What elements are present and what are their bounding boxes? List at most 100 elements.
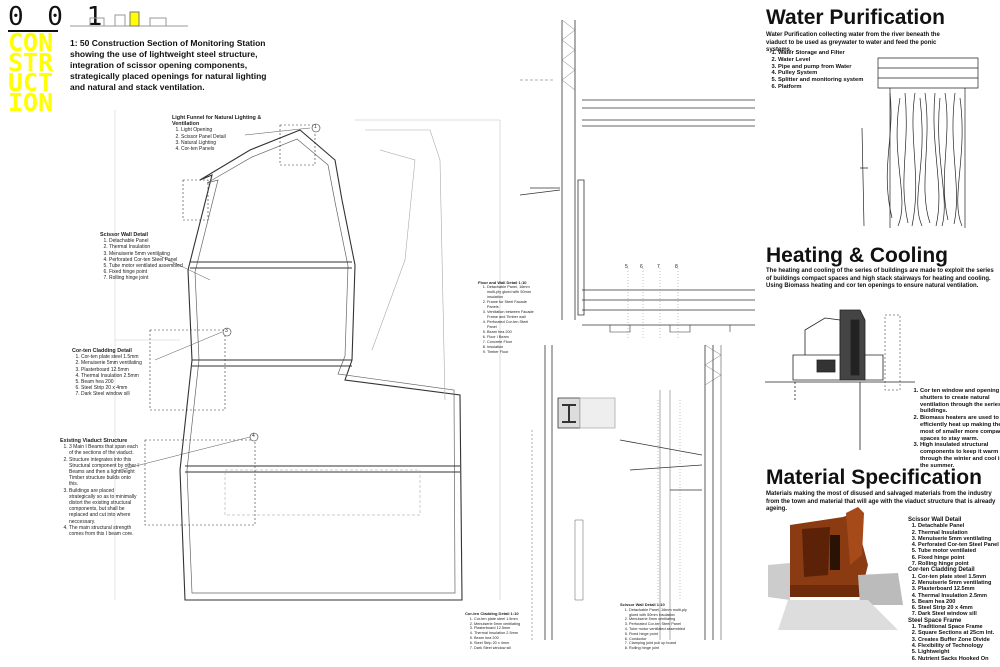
sheet-intro: 1: 50 Construction Section of Monitoring… xyxy=(70,38,267,92)
scissor-wall-note: Scissor Wall Detail Detachable Panel The… xyxy=(100,232,210,282)
list-item: Beam hea 200 xyxy=(918,599,1000,605)
list-item: Thermal Insulation xyxy=(109,244,210,250)
list-item: Fixed hinge point xyxy=(629,632,690,637)
list-item: Plasterboard 12.5mm xyxy=(918,586,1000,592)
list-item: Clamping joint pull up board xyxy=(629,641,690,646)
list-item: Thermal Insulation xyxy=(918,530,1000,536)
list-item: Scissor Panel Detail xyxy=(181,134,282,140)
corten-cladding-note: Cor-ten Cladding Detail Cor-ten plate st… xyxy=(72,348,157,398)
list-item: Plasterboard 12.5mm xyxy=(474,626,530,631)
list-item: Buildings are placed strategically so as… xyxy=(69,488,140,525)
list-item: Pulley System xyxy=(778,70,888,77)
list-item: Menuiserie 5mm ventilating xyxy=(629,617,690,622)
sheet-number: 0 0 1 xyxy=(8,2,107,32)
list-item: Frame for Steel Facade Panels xyxy=(487,300,538,310)
list-item: Dark Steel window sill xyxy=(918,611,1000,617)
list-item: Perforated Cor-ten Steel Panel xyxy=(109,257,210,263)
list-item: Thermal Insulation 2.5mm xyxy=(81,373,157,379)
list-item: Thermal Insulation 2.5mm xyxy=(918,593,1000,599)
list-item: Biomass heaters are used to efficiently … xyxy=(920,415,1000,442)
cladding-spec-title: Cor-ten Cladding Detail xyxy=(908,567,975,574)
viaduct-title: Existing Viaduct Structure xyxy=(60,438,128,444)
heating-list: Cor ten window and opening shutters to c… xyxy=(908,388,1000,470)
steel-spec-title: Steel Space Frame xyxy=(908,617,962,624)
title-line-2: STR xyxy=(8,48,54,77)
list-item: Menuiserie 5mm ventilating xyxy=(474,622,530,627)
viaduct-note: Existing Viaduct Structure 3 Main I Beam… xyxy=(60,438,140,537)
title-line-1: CON xyxy=(8,28,54,57)
list-item: Rolling hinge joint xyxy=(109,275,210,281)
detail-drawings xyxy=(520,0,760,667)
water-heading: Water Purification xyxy=(766,6,945,29)
list-item: Tube motor ventilated assembled xyxy=(629,627,690,632)
list-item: Insulation xyxy=(487,345,538,350)
list-item: Steel Strip 20 x 4mm xyxy=(81,385,157,391)
marker-3: 3 xyxy=(225,328,228,334)
floor-wall-note: Floor and Wall Detail 1:10 Detachable Pa… xyxy=(478,280,538,355)
title-line-3: UCT xyxy=(8,68,54,97)
list-item: Cor ten window and opening shutters to c… xyxy=(920,388,1000,415)
heating-heading: Heating & Cooling xyxy=(766,244,948,267)
light-funnel-note: Light Funnel for Natural Lighting & Vent… xyxy=(172,115,282,152)
corten-model-render xyxy=(768,507,903,630)
list-item: Beam hea 200 xyxy=(81,379,157,385)
material-spec-list: Scissor Wall Detail Detachable Panel The… xyxy=(908,517,1000,662)
list-item: Fixed hinge point xyxy=(918,555,1000,561)
list-item: Lightweight xyxy=(918,649,1000,655)
list-item: Detachable Panel, 16mm multi-ply glued w… xyxy=(629,608,690,618)
floor-wall-title: Floor and Wall Detail 1:10 xyxy=(478,280,527,285)
section-number: 8 xyxy=(675,264,678,270)
list-item: 3 Main I Beams that span each of the sec… xyxy=(69,444,140,456)
list-item: Flexibility of Technology xyxy=(918,643,1000,649)
list-item: Timber Floor xyxy=(487,350,538,355)
list-item: High insulated structural components to … xyxy=(920,442,1000,469)
site-thumbnail xyxy=(70,10,190,32)
title-line-4: ION xyxy=(8,88,54,117)
material-heading: Material Specification xyxy=(766,466,982,489)
list-item: Platform xyxy=(778,84,888,91)
section-number: 6 xyxy=(640,264,643,270)
list-item: Dark Steel window sill xyxy=(81,391,157,397)
marker-1: 1 xyxy=(314,124,317,130)
list-item: Creates Buffer Zone Divide xyxy=(918,637,1000,643)
list-item: Fixed hinge point xyxy=(109,269,210,275)
list-item: Tube motor ventilated assembled xyxy=(109,263,210,269)
list-item: Menuiserie 5mm ventilating xyxy=(918,580,1000,586)
list-item: Perforated Cor-ten Steel Panel xyxy=(629,622,690,627)
water-text: Water Purification collecting water from… xyxy=(766,32,940,53)
list-item: Ventilation between Facade Frame and Tim… xyxy=(487,310,538,320)
list-item: Perforated Cor-ten Steel Panel xyxy=(918,542,1000,548)
title-underline xyxy=(8,30,58,32)
corten-detail-note: Cor-ten Cladding Detail 1:10 Cor-ten pla… xyxy=(465,611,530,650)
list-item: Cor-ten plate steel 1.5mm xyxy=(918,574,1000,580)
list-item: Thermal Insulation 2.5mm xyxy=(474,631,530,636)
list-item: Cor-ten Panels xyxy=(181,146,282,152)
list-item: The main structural strength comes from … xyxy=(69,525,140,537)
list-item: Natural Lighting xyxy=(181,140,282,146)
list-item: Water Level xyxy=(778,57,888,64)
list-item: Traditional Space Frame xyxy=(918,624,1000,630)
heating-text: The heating and cooling of the series of… xyxy=(766,268,994,289)
list-item: Cor-ten plate steel 1.5mm xyxy=(81,354,157,360)
list-item: Beam hea 200 xyxy=(474,636,530,641)
list-item: Water Storage and Filter xyxy=(778,50,888,57)
list-item: Steel Strip 20 x 4mm xyxy=(474,641,530,646)
list-item: Rolling hinge joint xyxy=(629,646,690,651)
list-item: Menuiserie 5mm ventilating xyxy=(109,251,210,257)
list-item: Steel Strip 20 x 4mm xyxy=(918,605,1000,611)
heating-section-illustration xyxy=(765,300,915,450)
section-number: 5 xyxy=(625,264,628,270)
list-item: Menuiserie 5mm ventilating xyxy=(918,536,1000,542)
section-number: 7 xyxy=(657,264,660,270)
list-item: Nutrient Sacks Hooked On xyxy=(918,656,1000,662)
list-item: Beam hea 200 xyxy=(487,330,538,335)
water-system-illustration xyxy=(850,48,995,228)
list-item: Tube motor ventilated xyxy=(918,548,1000,554)
corten-detail-title: Cor-ten Cladding Detail 1:10 xyxy=(465,611,519,616)
list-item: Conductor xyxy=(629,637,690,642)
list-item: Splitter and monitoring system xyxy=(778,77,888,84)
construction-section-drawing xyxy=(0,0,560,667)
scissor-detail-note: Scissor Wall Detail 1:10 Detachable Pane… xyxy=(620,602,690,651)
marker-4: 4 xyxy=(252,433,255,439)
corten-cladding-title: Cor-ten Cladding Detail xyxy=(72,348,132,354)
